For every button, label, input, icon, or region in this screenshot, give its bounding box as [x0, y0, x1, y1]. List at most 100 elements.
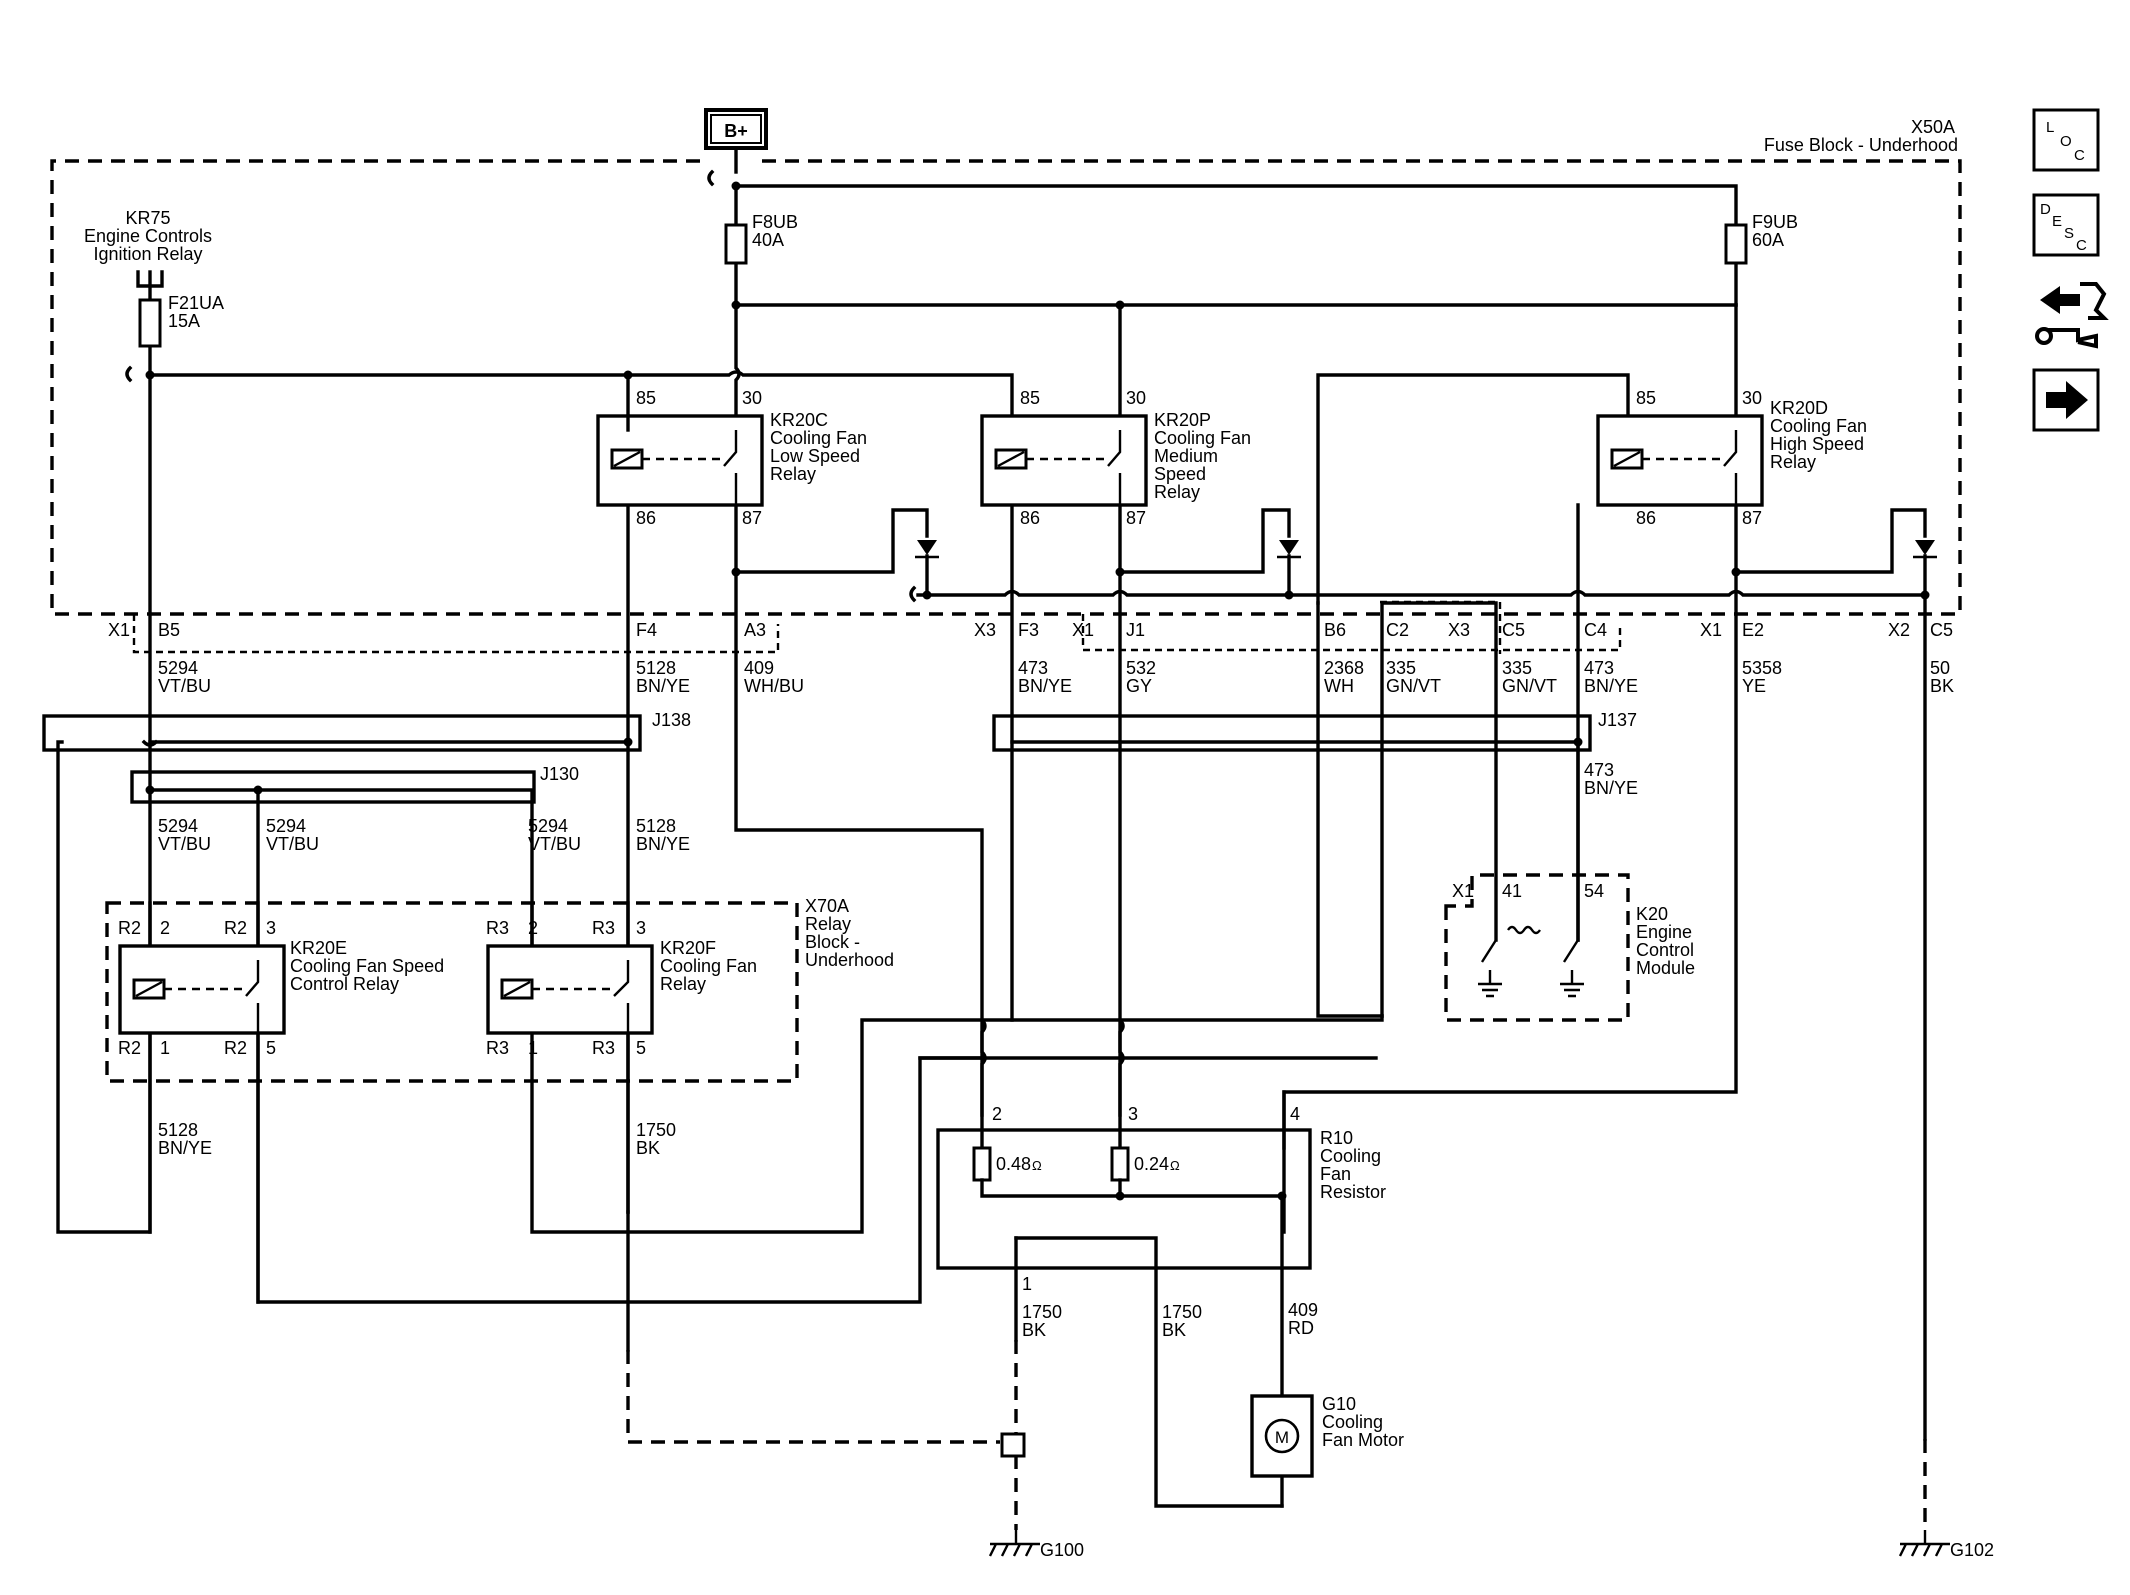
wire-1750-b-color: BK	[1022, 1320, 1046, 1340]
r10-pin2: 2	[992, 1104, 1002, 1124]
kr20p-line2: Medium	[1154, 446, 1218, 466]
wire-5294-a-color: VT/BU	[158, 676, 211, 696]
splice-j137: J137	[992, 710, 1637, 752]
wire-5128-a-circuit: 5128	[636, 658, 676, 678]
loc-letter-o: O	[2060, 133, 2072, 150]
wire-2368-color: WH	[1324, 676, 1354, 696]
conn-x1-j1: X1	[1072, 620, 1094, 640]
kr20e-id: KR20E	[290, 938, 347, 958]
connector-repair-icon[interactable]	[2035, 282, 2109, 349]
nav-loc-button[interactable]: L O C	[2032, 108, 2100, 172]
kr20f-c4: R3	[592, 1038, 615, 1058]
kr20e-p1: 2	[160, 918, 170, 938]
fuse-f21ua-id: F21UA	[168, 293, 224, 313]
x70a-line3: Underhood	[805, 950, 894, 970]
fuse-block-id: X50A	[1911, 117, 1955, 137]
ecm-line1: Engine	[1636, 922, 1692, 942]
pin-c2: C2	[1386, 620, 1409, 640]
pin-f3: F3	[1018, 620, 1039, 640]
wire-1750-c-circuit: 1750	[1162, 1302, 1202, 1322]
relay-block-outline	[105, 901, 799, 1083]
desc-letter-s: S	[2064, 225, 2074, 242]
motor-g10: M G10 Cooling Fan Motor	[1250, 1394, 1404, 1478]
r10-line2: Fan	[1320, 1164, 1351, 1184]
kr20f-p4: 5	[636, 1038, 646, 1058]
fuse-block-outline	[50, 159, 1962, 654]
battery-terminal: B+	[704, 108, 768, 150]
kr20c-line1: Cooling Fan	[770, 428, 867, 448]
kr20f-c3: R3	[486, 1038, 509, 1058]
wire-5294-a-circuit: 5294	[158, 658, 198, 678]
wire-5128-c-color: BN/YE	[158, 1138, 212, 1158]
wire-409-rd-color: RD	[1288, 1318, 1314, 1338]
wire-2368-circuit: 2368	[1324, 658, 1364, 678]
r10-unit2: Ω	[1170, 1158, 1180, 1173]
fuse-f9ub-rating: 60A	[1752, 230, 1784, 250]
ecm-id: K20	[1636, 904, 1668, 924]
conn-x3-f3: X3	[974, 620, 996, 640]
diode-1	[915, 540, 939, 559]
kr20f-id: KR20F	[660, 938, 716, 958]
fuse-f8ub-rating: 40A	[752, 230, 784, 250]
relay-kr20p: 85 30 86 87 KR20P Cooling Fan Medium Spe…	[980, 388, 1251, 528]
wire-1750-b-circuit: 1750	[1022, 1302, 1062, 1322]
nav-desc-button[interactable]: D E S C	[2032, 193, 2100, 257]
ground-connector	[1000, 1432, 1026, 1458]
pin-c5: C5	[1502, 620, 1525, 640]
desc-letter-e: E	[2052, 213, 2062, 230]
wire-5294-d-circuit: 5294	[528, 816, 568, 836]
wire-labels: 5294 VT/BU 5128 BN/YE 409 WH/BU 473 BN/Y…	[158, 658, 1954, 1340]
kr20d-line2: High Speed	[1770, 434, 1864, 454]
ground-g100: G100	[988, 1530, 1084, 1560]
conn-x3-c5: X3	[1448, 620, 1470, 640]
pin-b6: B6	[1324, 620, 1346, 640]
wire-473-c-circuit: 473	[1584, 760, 1614, 780]
wire-5128-b-circuit: 5128	[636, 816, 676, 836]
diode-3	[1913, 540, 1937, 559]
g10-id: G10	[1322, 1394, 1356, 1414]
ecm-line3: Module	[1636, 958, 1695, 978]
ecm-conn: X1	[1452, 881, 1474, 901]
r10-id: R10	[1320, 1128, 1353, 1148]
pin-b5: B5	[158, 620, 180, 640]
x70a-line1: Relay	[805, 914, 851, 934]
wire-409-circuit: 409	[744, 658, 774, 678]
wire-5128-c-circuit: 5128	[158, 1120, 198, 1140]
pin-c5-x2: C5	[1930, 620, 1953, 640]
r10-unit1: Ω	[1032, 1158, 1042, 1173]
wire-335-b-circuit: 335	[1502, 658, 1532, 678]
wire-335-a-circuit: 335	[1386, 658, 1416, 678]
wire-473-b-circuit: 473	[1584, 658, 1614, 678]
r10-pin3: 3	[1128, 1104, 1138, 1124]
kr20p-pin85: 85	[1020, 388, 1040, 408]
kr20d-pin85: 85	[1636, 388, 1656, 408]
kr20d-pin30: 30	[1742, 388, 1762, 408]
next-arrow-button[interactable]	[2032, 368, 2100, 432]
wire-5294-b-color: VT/BU	[158, 834, 211, 854]
ignition-relay-label: KR75 Engine Controls Ignition Relay	[84, 208, 212, 264]
wire-1750-a-color: BK	[636, 1138, 660, 1158]
relay-kr20f: R3 2 R3 3 R3 1 R3 5 KR20F Cooling Fan Re…	[486, 918, 757, 1058]
wire-50-circuit: 50	[1930, 658, 1950, 678]
x50a-connectors: X1 B5 F4 A3 X3 F3 X1 J1 B6 C2 X3 C5 C4 X…	[108, 620, 1953, 640]
wire-5358-color: YE	[1742, 676, 1766, 696]
pin-e2: E2	[1742, 620, 1764, 640]
j137-label: J137	[1598, 710, 1637, 730]
kr20d-pin87: 87	[1742, 508, 1762, 528]
ground-g102: G102	[1898, 1530, 1994, 1560]
kr20p-pin87: 87	[1126, 508, 1146, 528]
relay-kr20e: R2 2 R2 3 R2 1 R2 5 KR20E Cooling Fan Sp…	[118, 918, 444, 1058]
conn-x2-c5: X2	[1888, 620, 1910, 640]
kr20c-id: KR20C	[770, 410, 828, 430]
kr20f-p1: 2	[528, 918, 538, 938]
kr20c-line2: Low Speed	[770, 446, 860, 466]
diode-2	[1277, 540, 1301, 559]
r10-line1: Cooling	[1320, 1146, 1381, 1166]
relay-kr20d: 85 30 86 87 KR20D Cooling Fan High Speed…	[1596, 388, 1867, 528]
wire-473-c-color: BN/YE	[1584, 778, 1638, 798]
kr20p-pin86: 86	[1020, 508, 1040, 528]
r10-pin1: 1	[1022, 1274, 1032, 1294]
kr20c-pin86: 86	[636, 508, 656, 528]
kr20e-line1: Cooling Fan Speed	[290, 956, 444, 976]
